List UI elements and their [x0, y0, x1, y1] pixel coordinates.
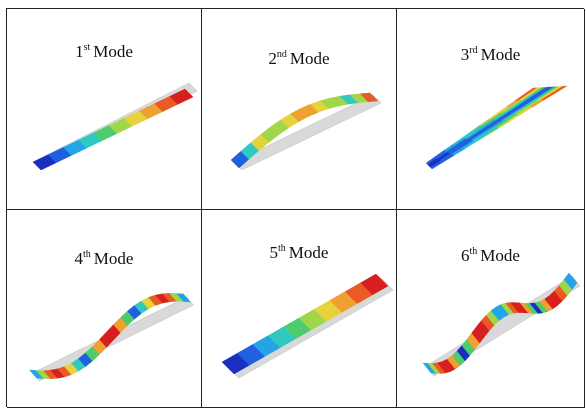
undeformed-outline: [233, 94, 382, 171]
beam-segment: [551, 85, 568, 94]
mode-shape-6: [422, 272, 581, 377]
mode-shape-5: [221, 273, 394, 379]
mode-shape-1: [32, 82, 198, 171]
mode-shape-2: [230, 92, 382, 171]
mode-shape-3: [425, 85, 568, 170]
beam-segment: [359, 92, 379, 103]
mode-shape-4: [28, 293, 194, 382]
beam-segment: [175, 293, 192, 303]
beam-segment: [169, 88, 194, 105]
beam-segment: [563, 272, 578, 290]
beam-segment: [360, 273, 389, 296]
